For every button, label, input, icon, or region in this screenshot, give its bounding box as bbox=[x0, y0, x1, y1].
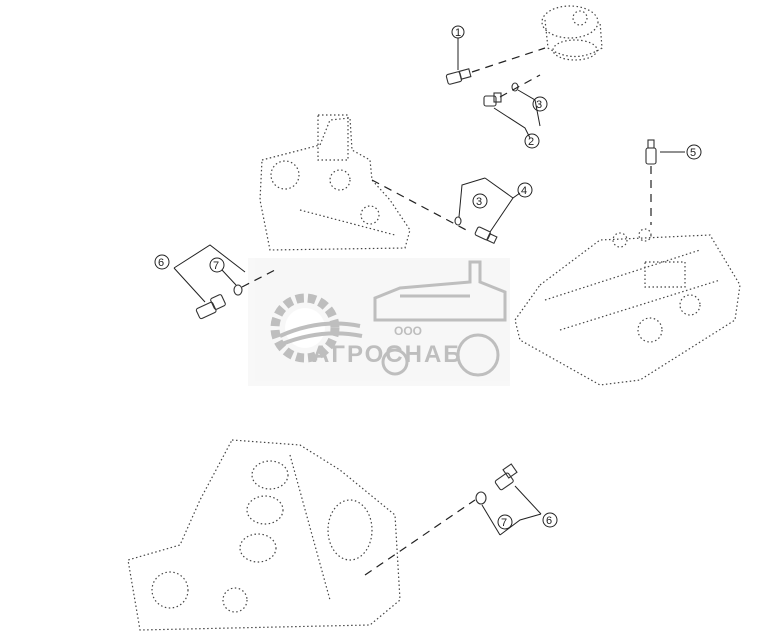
sensor-part-4 bbox=[474, 226, 498, 245]
pressure-sender-part-1 bbox=[445, 68, 472, 85]
harvester-logo-icon bbox=[373, 260, 507, 377]
leader-line bbox=[481, 504, 501, 536]
plug-part-2 bbox=[483, 92, 502, 107]
callout-3-middle: 3 bbox=[476, 196, 482, 208]
callout-5: 5 bbox=[690, 147, 696, 159]
callout-6-marker bbox=[542, 512, 558, 528]
temperature-sender-part-6 bbox=[195, 294, 226, 320]
watermark-company-name: АГРОСНАБ bbox=[312, 341, 463, 368]
callout-2-marker bbox=[524, 133, 540, 149]
callout-3-marker bbox=[472, 193, 488, 209]
callout-3-top: 3 bbox=[536, 99, 542, 111]
gear-logo-icon bbox=[270, 293, 363, 363]
seal-ring-part-3 bbox=[454, 216, 462, 226]
callout-6-marker bbox=[154, 254, 170, 270]
injection-pump-block bbox=[259, 114, 411, 251]
leader-line bbox=[173, 267, 206, 303]
leader-line bbox=[493, 107, 531, 139]
callout-5-marker bbox=[686, 144, 702, 160]
leader-line bbox=[173, 244, 246, 273]
assembly-line bbox=[371, 179, 471, 233]
cylinder-head bbox=[514, 228, 741, 386]
leader-line bbox=[489, 192, 521, 233]
leader-line bbox=[499, 513, 542, 536]
leader-line bbox=[514, 485, 542, 515]
assembly-line bbox=[471, 47, 546, 73]
seal-ring-part-7 bbox=[233, 284, 243, 296]
leader-line bbox=[458, 177, 486, 218]
watermark-prefix: ООО bbox=[394, 324, 422, 338]
leader-line bbox=[221, 269, 237, 286]
temperature-sender-part-6 bbox=[494, 463, 518, 491]
leader-line bbox=[517, 89, 541, 127]
assembly-line bbox=[499, 74, 541, 98]
callout-7-left: 7 bbox=[213, 260, 219, 272]
seal-ring-part-7 bbox=[475, 491, 487, 505]
callout-7-bottom: 7 bbox=[501, 517, 507, 529]
callout-7-marker bbox=[209, 257, 225, 273]
oil-filter-housing bbox=[541, 5, 603, 61]
glow-sender-part-5 bbox=[645, 139, 657, 165]
callout-2: 2 bbox=[528, 136, 534, 148]
watermark: ООО АГРОСНАБ bbox=[248, 258, 510, 386]
leader-line bbox=[484, 177, 514, 199]
assembly-line bbox=[241, 269, 276, 288]
callout-3-marker bbox=[532, 96, 548, 112]
callout-1: 1 bbox=[455, 27, 461, 39]
callout-6-left: 6 bbox=[158, 257, 164, 269]
assembly-line bbox=[364, 499, 476, 576]
callout-6-bottom: 6 bbox=[546, 515, 552, 527]
engine-block bbox=[127, 439, 401, 631]
callout-7-marker bbox=[497, 514, 513, 530]
callout-4-marker bbox=[517, 182, 533, 198]
callout-4: 4 bbox=[521, 185, 527, 197]
